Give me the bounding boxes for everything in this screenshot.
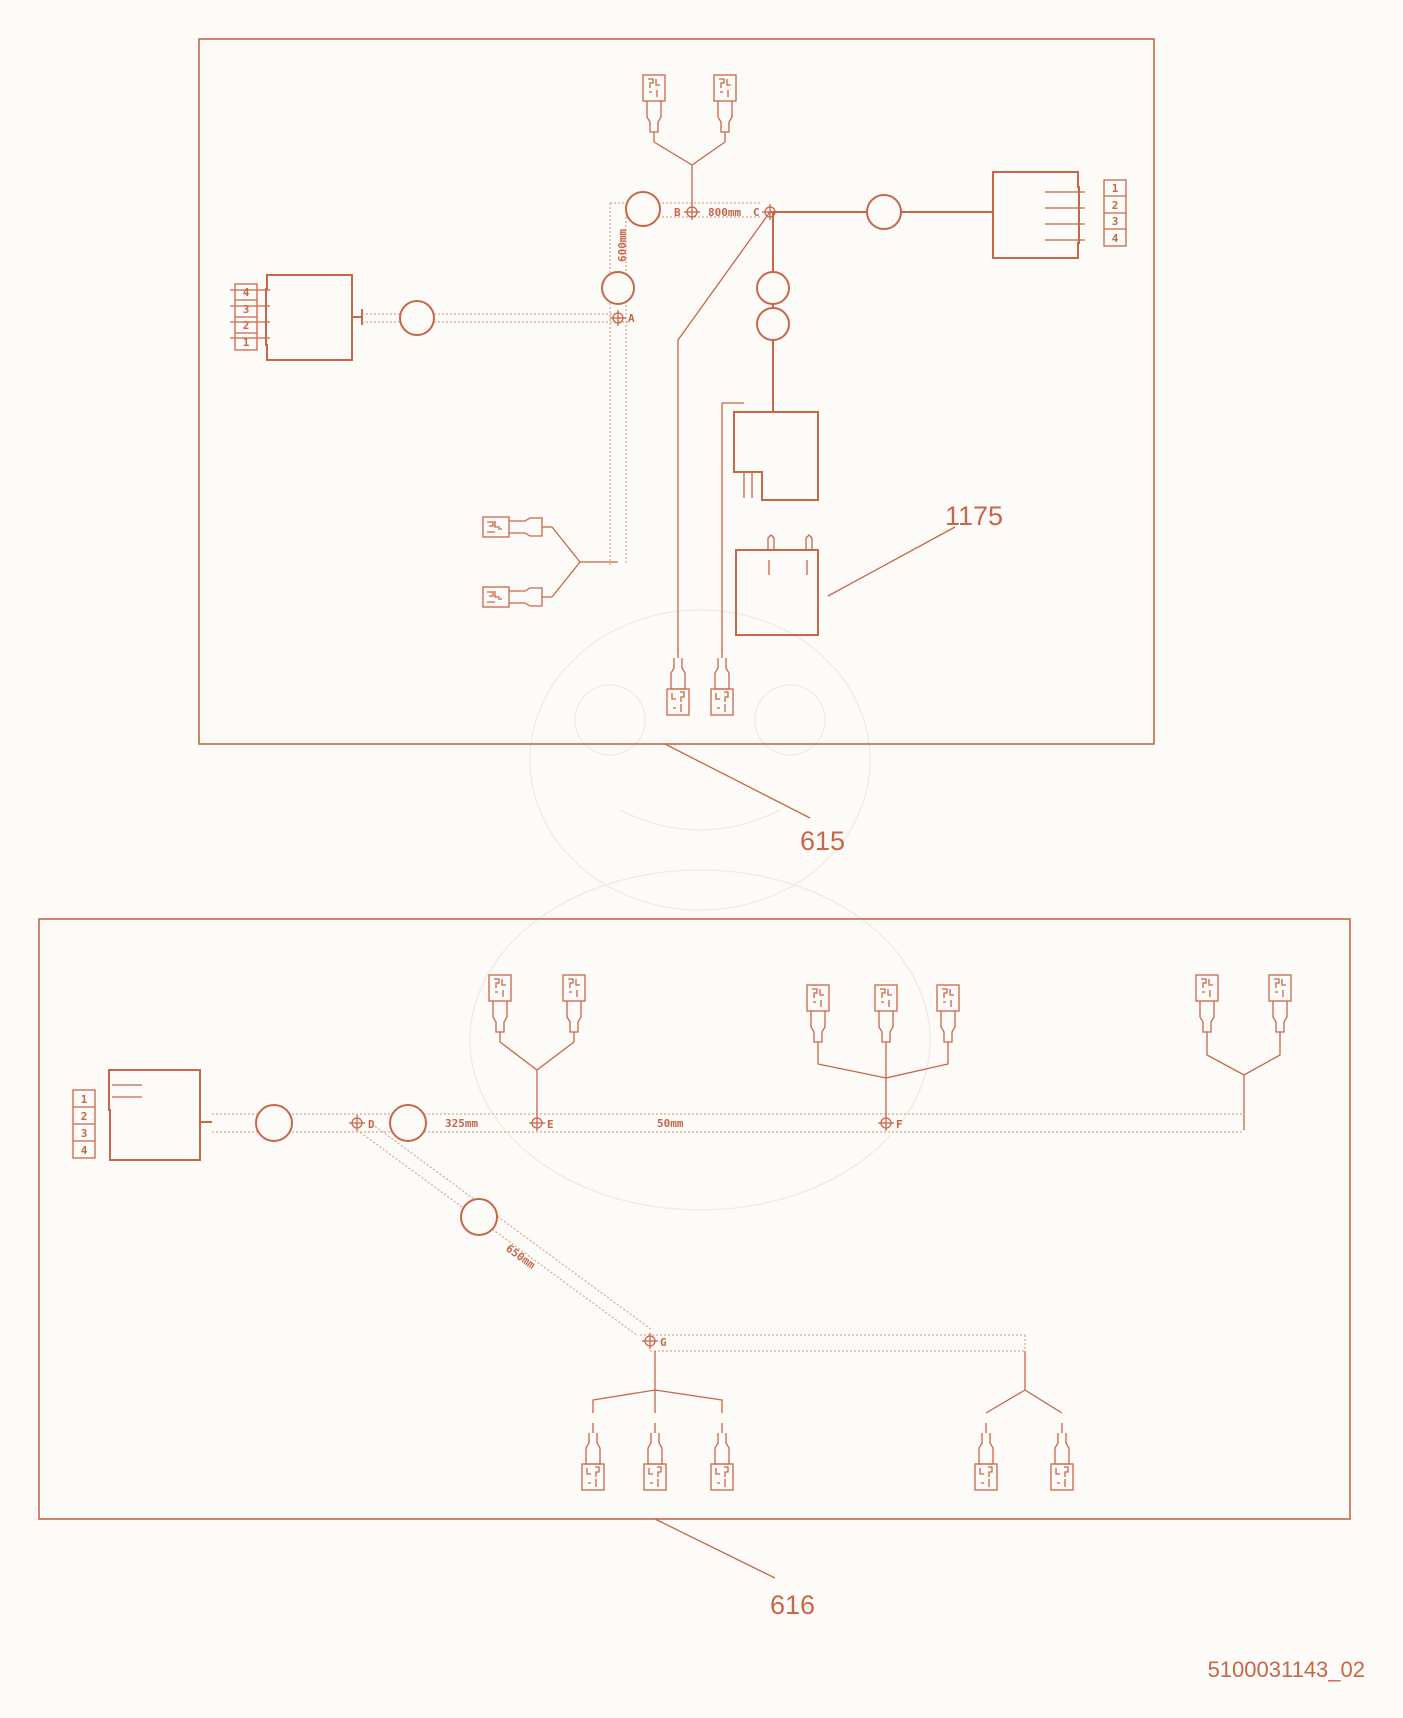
callout-616: 616 [770, 1590, 815, 1620]
terminal-pair-top [642, 74, 737, 205]
dimension-50: 50mm [657, 1117, 684, 1130]
junction-f-label: F [896, 1118, 903, 1131]
junction-d-icon [348, 1114, 366, 1132]
pin-label-4: 4 [243, 286, 250, 299]
dimension-650: 650mm [503, 1242, 538, 1272]
harness-segment-G-right [640, 1334, 1026, 1352]
pin-label-4: 4 [81, 1144, 88, 1157]
grommet [866, 194, 902, 230]
dimension-325: 325mm [445, 1117, 478, 1130]
pin-label-2: 2 [1112, 199, 1119, 212]
connector-4pin-bottom: 1 2 3 4 [72, 1069, 212, 1161]
grommet [625, 191, 661, 227]
grommet [756, 271, 790, 305]
pin-label-3: 3 [1112, 215, 1119, 228]
grommet [756, 307, 790, 341]
junction-e-label: E [547, 1118, 554, 1131]
pin-label-4: 4 [1112, 232, 1119, 245]
junction-c-label: C [753, 206, 760, 219]
harness-615-frame [198, 38, 1155, 745]
junction-a-icon [609, 309, 627, 327]
wire-C-diagonal [677, 211, 771, 650]
background-sketch [469, 609, 931, 1211]
component-1175 [735, 534, 819, 636]
terminal-triple-G [581, 1351, 734, 1491]
pin-label-1: 1 [243, 336, 250, 349]
grommet [460, 1198, 498, 1236]
harness-trunk [212, 1113, 1244, 1133]
junction-b-label: B [674, 206, 681, 219]
callout-leader-615 [664, 743, 811, 819]
terminal-pair-E [488, 974, 586, 1115]
pin-label-2: 2 [81, 1110, 88, 1123]
junction-g-label: G [660, 1336, 667, 1349]
callout-1175: 1175 [945, 501, 1003, 531]
pin-label-3: 3 [81, 1127, 88, 1140]
component-box [721, 402, 819, 650]
junction-a-label: A [628, 312, 635, 325]
terminal-pair-left [482, 516, 618, 608]
grommet [399, 300, 435, 336]
pin-label-3: 3 [243, 303, 250, 316]
dimension-800: 800mm [708, 206, 741, 219]
terminal-pair-G-right [974, 1351, 1074, 1491]
grommet [255, 1104, 293, 1142]
callout-leader-616 [654, 1518, 776, 1579]
grommet [389, 1104, 427, 1142]
junction-d-label: D [368, 1118, 375, 1131]
callout-leader-1175 [827, 526, 956, 597]
dimension-600: 600mm [616, 229, 629, 262]
harness-segment-B-C [609, 202, 760, 565]
junction-e-icon [528, 1114, 546, 1132]
terminal-triple-F [806, 984, 960, 1115]
harness-616-frame [38, 918, 1351, 1520]
connector-4pin-right: 1 2 3 4 [992, 171, 1127, 259]
pin-label-2: 2 [243, 319, 250, 332]
callout-615: 615 [800, 826, 845, 856]
terminal-pair-right [1195, 974, 1292, 1130]
pin-label-1: 1 [1112, 182, 1119, 195]
pin-label-1: 1 [81, 1093, 88, 1106]
grommet [601, 271, 635, 305]
harness-segment-D-G [356, 1123, 653, 1337]
document-code: 5100031143_02 [1208, 1657, 1365, 1682]
terminal [710, 647, 734, 716]
junction-f-icon [877, 1114, 895, 1132]
connector-4pin-left: 4 3 2 1 [230, 274, 363, 361]
terminal [666, 647, 690, 716]
